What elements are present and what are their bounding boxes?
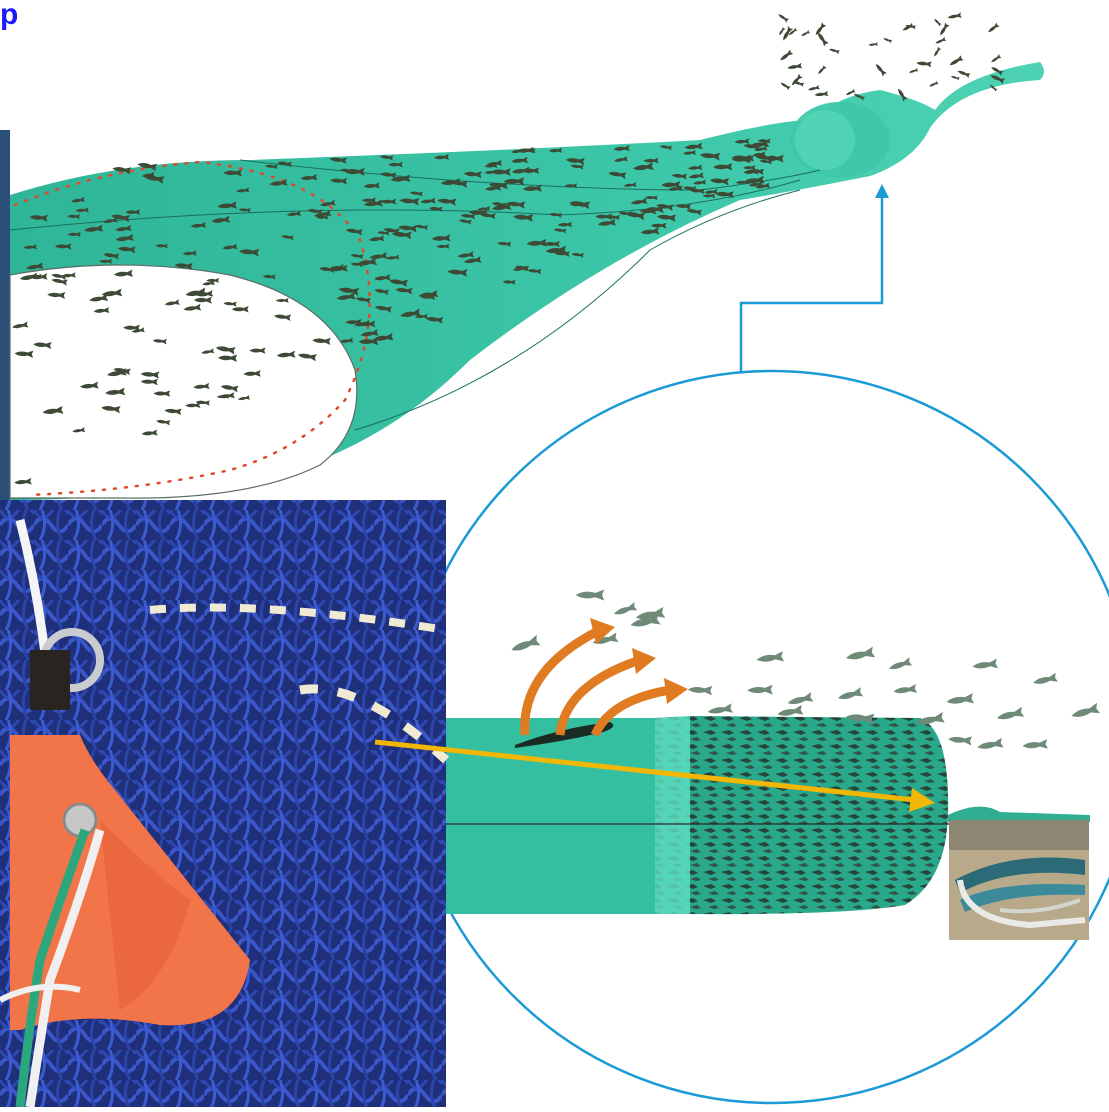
fish-icon xyxy=(957,69,971,78)
fish-icon xyxy=(935,37,947,45)
fish-icon xyxy=(901,23,914,33)
fish-icon xyxy=(990,54,1002,64)
fish-icon xyxy=(800,30,810,38)
fish-icon xyxy=(950,75,960,81)
fish-icon xyxy=(874,62,887,76)
fish-icon xyxy=(808,85,820,92)
fish-icon xyxy=(987,23,1000,35)
fish-icon xyxy=(933,18,942,27)
arrow-up-icon xyxy=(875,184,889,198)
fish-icon xyxy=(883,37,893,43)
corner-mark: p xyxy=(0,0,18,30)
fish-icon xyxy=(779,49,794,62)
fish-icon xyxy=(828,47,839,54)
codend-highlight xyxy=(795,110,855,170)
fish-icon xyxy=(787,63,802,71)
fish-icon xyxy=(908,68,918,74)
fish-icon xyxy=(947,12,962,20)
fish-icon xyxy=(845,89,856,97)
net-photo xyxy=(0,500,446,1107)
fish-icon xyxy=(817,65,827,75)
fish-icon xyxy=(779,81,790,90)
codend-photo-inset xyxy=(949,820,1089,940)
fish-icon xyxy=(928,81,938,88)
fish-icon xyxy=(948,55,964,67)
fish-icon xyxy=(814,91,828,98)
fish-icon xyxy=(932,47,941,58)
connector-line xyxy=(741,195,882,372)
left-photo-strip xyxy=(0,130,10,500)
fish-icon xyxy=(777,12,789,22)
fish-icon xyxy=(868,42,878,47)
fish-icon xyxy=(778,27,786,36)
fish-icon xyxy=(916,60,932,67)
codend-catch xyxy=(655,716,948,914)
